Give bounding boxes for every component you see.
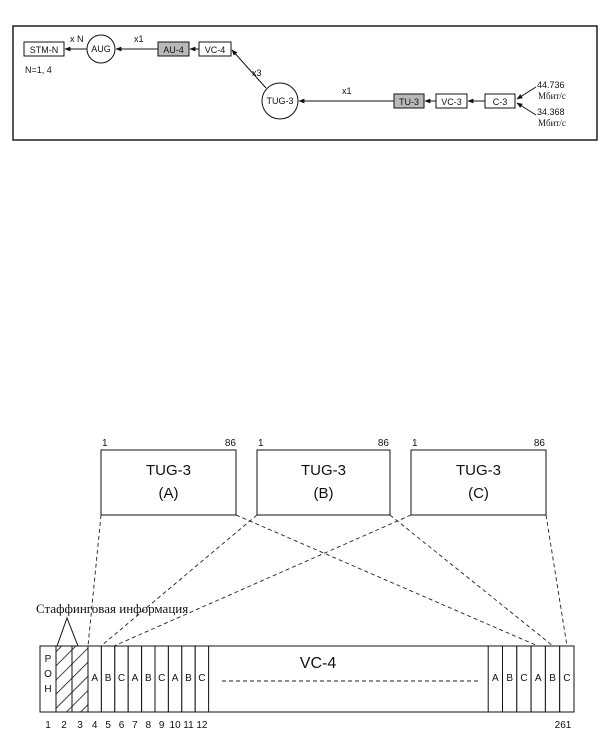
tug-b-title: TUG-3	[301, 462, 346, 479]
stuffing-label: Стаффинговая информация	[36, 601, 188, 616]
column-label: A	[492, 673, 499, 684]
tug-c-end: 86	[534, 438, 546, 449]
column-number: 1	[45, 720, 51, 731]
column-number: 7	[132, 720, 138, 731]
x1-tug-label: x1	[342, 86, 352, 96]
column-label: B	[105, 673, 112, 684]
tug-c-title: TUG-3	[456, 462, 501, 479]
column-number: 12	[196, 720, 208, 731]
tug-c-box	[410, 449, 547, 516]
column-label: C	[158, 673, 165, 684]
tug-a-start: 1	[102, 438, 108, 449]
rate1-unit: Мбит/с	[538, 91, 566, 101]
column-label: C	[198, 673, 205, 684]
stuffing-col-3	[71, 645, 89, 713]
column-number: 11	[183, 720, 194, 731]
au4-label: AU-4	[163, 45, 184, 55]
column-number: 3	[77, 720, 83, 731]
column-label: A	[132, 673, 139, 684]
tug-c-sub: (C)	[468, 485, 489, 502]
tug-a-title: TUG-3	[146, 462, 191, 479]
vc4-column	[194, 645, 210, 713]
stm-n-box	[23, 41, 65, 57]
rate2-value: 34.368	[537, 107, 565, 117]
rate1-arrow	[516, 86, 537, 100]
tug3-circle	[261, 82, 299, 120]
tug-b-end: 86	[378, 438, 390, 449]
stuffing-pointer	[56, 616, 79, 647]
top-frame	[12, 25, 598, 141]
multiplexing-structure: STM-N N=1, 4 AUG x N AU-4 x1 VC-4 TUG-3 …	[12, 25, 598, 141]
column-number: 5	[105, 720, 111, 731]
column-label: A	[535, 673, 542, 684]
tu3-label: TU-3	[399, 97, 419, 107]
column-label: B	[145, 673, 152, 684]
rate2-unit: Мбит/с	[538, 118, 566, 128]
column-number: 6	[119, 720, 125, 731]
c3-label: C-3	[493, 97, 508, 107]
xn-label: x N	[70, 34, 84, 44]
n-note: N=1, 4	[25, 65, 52, 75]
column-number: 10	[170, 720, 182, 731]
vc3-label: VC-3	[441, 97, 462, 107]
rate1-value: 44.736	[537, 80, 565, 90]
tug-b-sub: (B)	[314, 485, 334, 502]
tug-c-start: 1	[412, 438, 418, 449]
last-col-number: 261	[555, 720, 572, 731]
column-label: C	[563, 673, 570, 684]
stuffing-col-2	[55, 645, 73, 713]
column-label: B	[549, 673, 556, 684]
tug-a-sub: (A)	[159, 485, 179, 502]
tug-b-box	[256, 449, 391, 516]
tug-a-end: 86	[225, 438, 237, 449]
vc4-label: VC-4	[205, 45, 226, 55]
vc4-payload-label: VC-4	[300, 655, 337, 672]
tug3-mapping: 1 86 TUG-3 (A) 1 86 TUG-3 (B) 1 86 TUG-3…	[36, 438, 575, 731]
column-number: 2	[61, 720, 67, 731]
column-number: 9	[159, 720, 165, 731]
poh-h: H	[44, 684, 51, 695]
column-label: A	[172, 673, 179, 684]
vc4-column	[559, 645, 575, 713]
column-label: C	[520, 673, 527, 684]
projection-lines	[87, 514, 568, 647]
column-number: 4	[92, 720, 98, 731]
tug3-to-vc4-arrow	[231, 49, 267, 89]
x1-aug-label: x1	[134, 34, 144, 44]
column-label: B	[185, 673, 192, 684]
column-label: B	[506, 673, 513, 684]
aug-label: AUG	[91, 44, 111, 54]
stm-n-label: STM-N	[30, 45, 59, 55]
tug3-label: TUG-3	[267, 96, 294, 106]
x3-label: x3	[252, 68, 262, 78]
tug-a-box	[100, 449, 237, 516]
column-label: C	[118, 673, 125, 684]
poh-o: O	[44, 669, 52, 680]
rate2-arrow	[516, 102, 537, 116]
tug-b-start: 1	[258, 438, 264, 449]
column-label: A	[91, 673, 98, 684]
poh-p: P	[45, 654, 52, 665]
column-number: 8	[146, 720, 152, 731]
